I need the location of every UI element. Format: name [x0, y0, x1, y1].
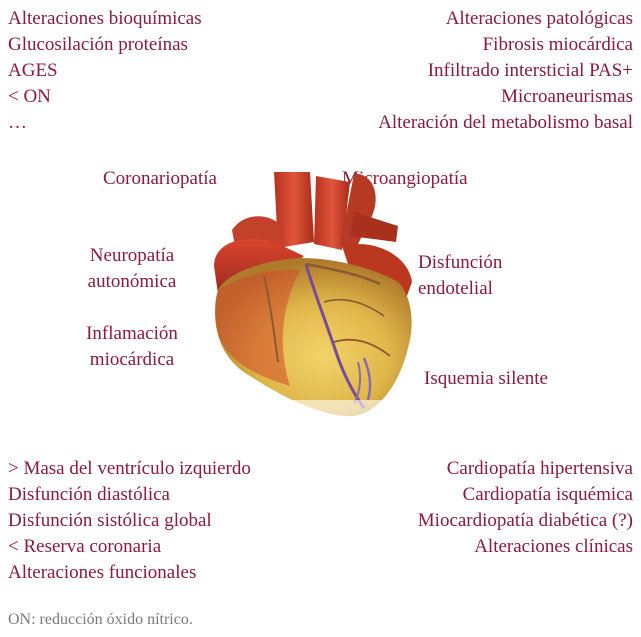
- inflamacion-label: Inflamación miocárdica: [70, 321, 194, 373]
- clinical-alterations-list: Cardiopatía hipertensiva Cardiopatía isq…: [418, 456, 633, 560]
- inflamacion-line: miocárdica: [70, 347, 194, 373]
- disfuncion-line: endotelial: [418, 276, 502, 302]
- pathological-item: Microaneurismas: [378, 84, 633, 110]
- inflamacion-line: Inflamación: [70, 321, 194, 347]
- functional-item: Disfunción diastólica: [8, 482, 251, 508]
- isquemia-silente-label: Isquemia silente: [424, 366, 548, 392]
- biochemical-item: < ON: [8, 84, 202, 110]
- biochemical-item: AGES: [8, 58, 202, 84]
- footnote: ON: reducción óxido nítrico.: [8, 611, 193, 629]
- pathological-item: Infiltrado intersticial PAS+: [378, 58, 633, 84]
- pathological-heading: Alteraciones patológicas: [378, 6, 633, 32]
- neuropatia-label: Neuropatía autonómica: [70, 243, 194, 295]
- disfuncion-line: Disfunción: [418, 250, 502, 276]
- pathological-item: Fibrosis miocárdica: [378, 32, 633, 58]
- functional-item: > Masa del ventrículo izquierdo: [8, 456, 251, 482]
- functional-heading: Alteraciones funcionales: [8, 560, 251, 586]
- neuropatia-line: Neuropatía: [70, 243, 194, 269]
- biochemical-alterations-list: Alteraciones bioquímicas Glucosilación p…: [8, 6, 202, 136]
- biochemical-heading: Alteraciones bioquímicas: [8, 6, 202, 32]
- clinical-item: Miocardiopatía diabética (?): [418, 508, 633, 534]
- functional-item: Disfunción sistólica global: [8, 508, 251, 534]
- functional-alterations-list: > Masa del ventrículo izquierdo Disfunci…: [8, 456, 251, 586]
- heart-image: [204, 172, 418, 420]
- coronariopatia-label: Coronariopatía: [103, 166, 217, 192]
- pathological-item: Alteración del metabolismo basal: [378, 110, 633, 136]
- pathological-alterations-list: Alteraciones patológicas Fibrosis miocár…: [378, 6, 633, 136]
- clinical-heading: Alteraciones clínicas: [418, 534, 633, 560]
- functional-item: < Reserva coronaria: [8, 534, 251, 560]
- neuropatia-line: autonómica: [70, 269, 194, 295]
- biochemical-item: …: [8, 110, 202, 136]
- disfuncion-endotelial-label: Disfunción endotelial: [418, 250, 502, 302]
- biochemical-item: Glucosilación proteínas: [8, 32, 202, 58]
- clinical-item: Cardiopatía hipertensiva: [418, 456, 633, 482]
- clinical-item: Cardiopatía isquémica: [418, 482, 633, 508]
